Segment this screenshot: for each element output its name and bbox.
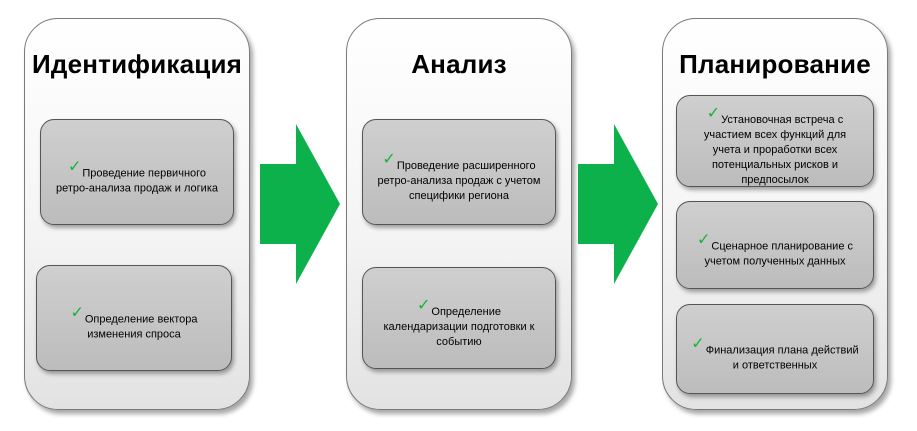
check-icon: ✓ <box>706 105 721 122</box>
stage-title: Планирование <box>679 49 871 79</box>
right-arrow-icon <box>260 124 340 284</box>
right-arrow-icon <box>578 124 658 284</box>
check-icon: ✓ <box>67 158 82 176</box>
check-icon: ✓ <box>691 335 705 353</box>
stage-item-text: Сценарное планирование с учетом полученн… <box>704 240 853 268</box>
check-icon: ✓ <box>70 304 84 322</box>
stage-panel-identification: Идентификация ✓Проведение первичного рет… <box>24 18 250 410</box>
stage-item-text: Определение календаризации подготовки к … <box>383 306 535 348</box>
stage-item-box: ✓Финализация плана действий и ответствен… <box>676 304 874 394</box>
stage-item-text: Финализация плана действий и ответственн… <box>705 344 859 372</box>
stage-item-box: ✓Проведение первичного ретро-анализа про… <box>40 119 234 225</box>
stage-item-text: Определение вектора изменения спроса <box>84 313 198 341</box>
check-icon: ✓ <box>697 231 711 249</box>
stage-item-box: ✓Установочная встреча с участием всех фу… <box>676 95 874 187</box>
stage-item-text: Установочная встреча с участием всех фун… <box>703 114 847 186</box>
stage-title: Анализ <box>411 49 507 79</box>
stage-item-box: ✓Определение вектора изменения спроса <box>36 265 232 371</box>
check-icon: ✓ <box>382 151 396 168</box>
stage-item-text: Проведение расширенного ретро-анализа пр… <box>377 160 541 202</box>
stage-item-text: Проведение первичного ретро-анализа прод… <box>56 167 218 195</box>
stage-item-box: ✓Сценарное планирование с учетом получен… <box>676 201 874 289</box>
stage-item-box: ✓Проведение расширенного ретро-анализа п… <box>362 119 556 225</box>
stage-panel-analysis: Анализ ✓Проведение расширенного ретро-ан… <box>346 18 572 410</box>
stage-panel-planning: Планирование ✓Установочная встреча с уча… <box>662 18 888 410</box>
stage-title: Идентификация <box>31 49 243 79</box>
check-icon: ✓ <box>417 297 431 314</box>
stage-item-box: ✓Определение календаризации подготовки к… <box>362 267 556 369</box>
